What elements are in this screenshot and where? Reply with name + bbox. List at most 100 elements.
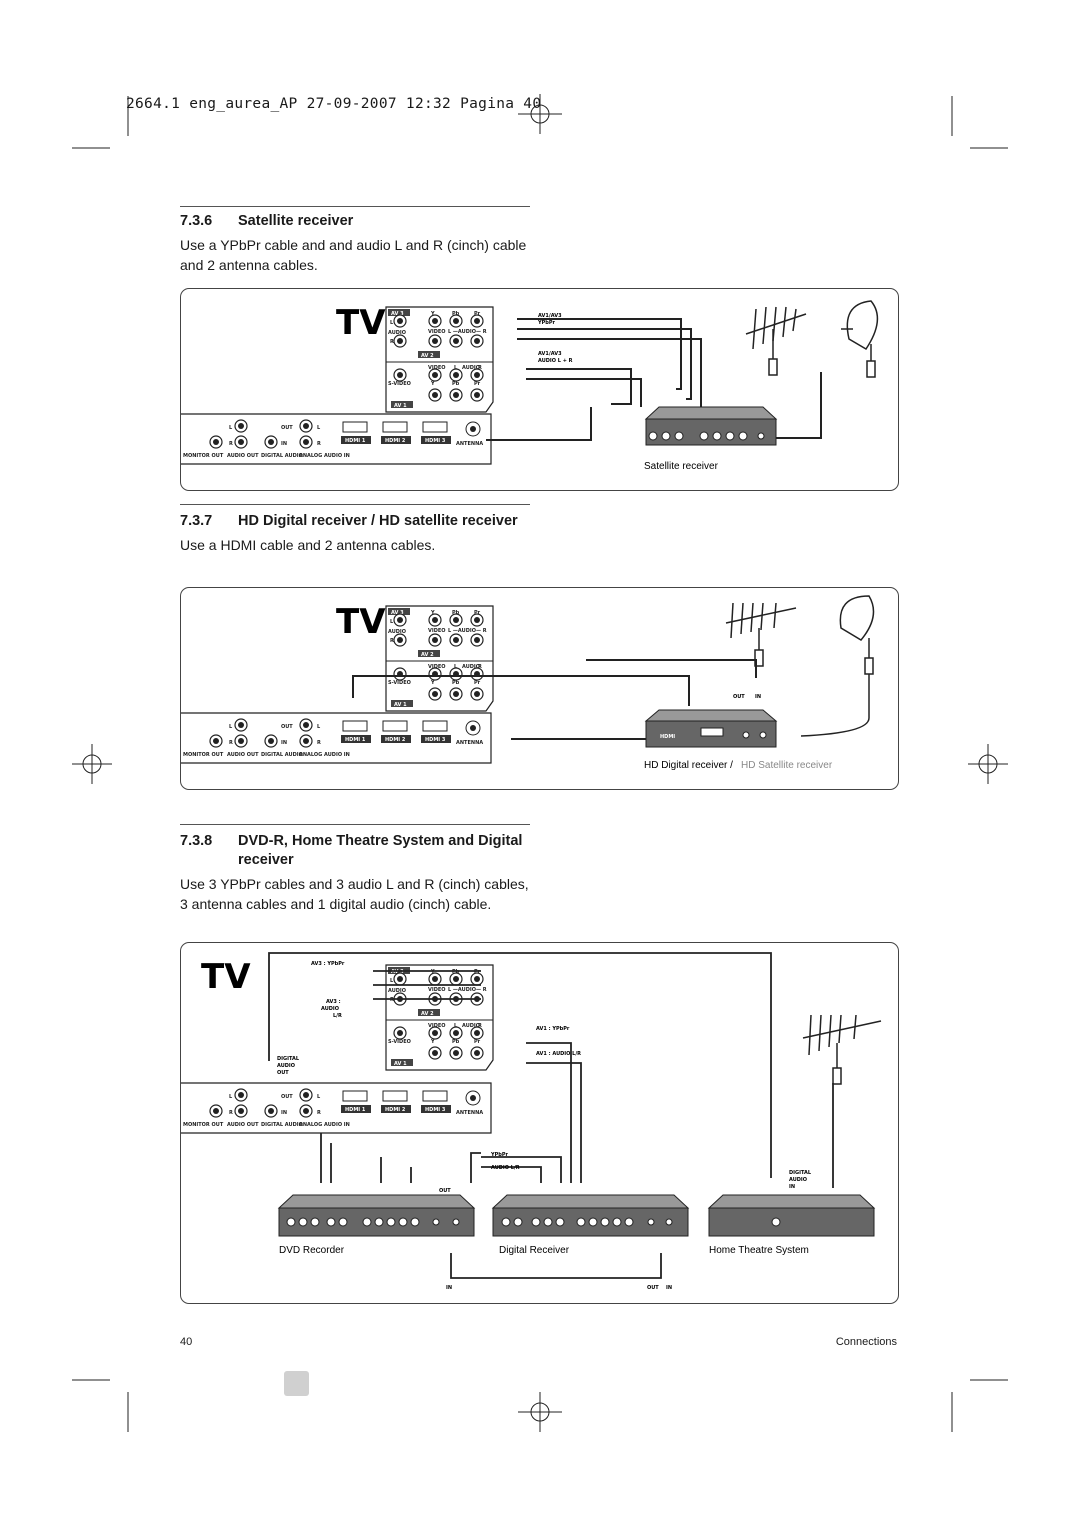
tv-port-label-pr: Pr	[474, 311, 481, 317]
tv-port-label-s_video: S-VIDEO	[388, 680, 411, 686]
section-number: 7.3.7	[180, 513, 213, 529]
section-body: Use 3 YPbPr cables and 3 audio L and R (…	[180, 876, 529, 912]
tv-port-label-hdmi2: HDMI 2	[385, 438, 406, 444]
av1-audio-l-jack-center	[453, 1030, 459, 1036]
antenna-icon	[745, 306, 807, 376]
antenna-jack-center	[470, 1095, 476, 1101]
av1-pb-jack-center	[453, 392, 459, 398]
tv-port-label-antenna: ANTENNA	[456, 1110, 483, 1116]
tv-port-label-pr: Pr	[474, 680, 481, 686]
hdmi3-port	[422, 421, 448, 433]
av3-y-jack-center	[432, 617, 438, 623]
tv-port-label-pb: Pb	[452, 1039, 460, 1045]
tv-port-label-l: L	[390, 619, 394, 625]
monitor-out-r-jack-center	[213, 1108, 219, 1114]
av3-pb-jack-center	[453, 617, 459, 623]
tv-port-label-l_audio_r: L —AUDIO— R	[448, 329, 487, 335]
port-label: IN	[789, 1184, 795, 1190]
av1-tag	[391, 700, 413, 707]
tv-port-label-digital_audio: DIGITAL AUDIO	[261, 453, 303, 459]
tv-port-label-analog_audio_in: ANALOG AUDIO IN	[299, 752, 350, 758]
s-video-jack-center	[397, 1030, 403, 1036]
av1-y-jack-center	[432, 1050, 438, 1056]
port-label: OUT	[733, 694, 745, 700]
tv-port-label-l: L	[317, 724, 321, 730]
tv-port-label-digital_audio: DIGITAL AUDIO	[261, 752, 303, 758]
registration-mark-right	[968, 744, 1008, 784]
digital-receiver-box	[491, 1194, 690, 1237]
tv-port-label-pb: Pb	[452, 969, 460, 975]
tv-port-label-y: Y	[430, 311, 435, 317]
tv-port-label-monitor_out: MONITOR OUT	[183, 752, 224, 758]
print-header: 2664.1 eng_aurea_AP 27-09-2007 12:32 Pag…	[126, 96, 542, 112]
hdmi3-port	[422, 1090, 448, 1102]
s-video-jack-center	[397, 372, 403, 378]
antenna-icon	[802, 1014, 882, 1085]
tv-port-label-monitor_out: MONITOR OUT	[183, 453, 224, 459]
tv-port-label-pb: Pb	[452, 311, 460, 317]
hdmi1-port	[342, 421, 368, 433]
tv-rear-panel	[181, 1082, 492, 1134]
tv-port-label-av1: AV 1	[394, 702, 407, 708]
tv-port-label-r: R	[390, 638, 394, 644]
tv-port-label-analog_audio_in: ANALOG AUDIO IN	[299, 1122, 350, 1128]
analog-audio-in-l-jack-center	[303, 1092, 309, 1098]
av1-pr-jack-center	[474, 1050, 480, 1056]
monitor-out-r-jack-center	[213, 738, 219, 744]
tv-port-label-r: R	[478, 1023, 482, 1029]
tv-port-label-r: R	[229, 441, 233, 447]
av2-audio-r-jack-center	[474, 637, 480, 643]
section-title: HD Digital receiver / HD satellite recei…	[238, 513, 518, 529]
tv-rear-panel	[181, 712, 492, 764]
tv-port-label-monitor_out: MONITOR OUT	[183, 1122, 224, 1128]
port-label: IN	[446, 1285, 452, 1291]
tv-port-label-out: OUT	[281, 425, 293, 431]
port-label: OUT	[439, 1188, 451, 1194]
port-label: OUT	[277, 1070, 289, 1076]
tv-port-label-av3: AV 3	[391, 969, 404, 975]
av2-audio-r-jack-center	[474, 338, 480, 344]
av2-video-jack-center	[432, 637, 438, 643]
tv-port-label-audio: AUDIO	[462, 1023, 480, 1029]
tv-port-label-pb: Pb	[452, 680, 460, 686]
tv-port-label-r: R	[478, 365, 482, 371]
section-title: DVD-R, Home Theatre System and Digital r…	[238, 833, 523, 868]
tv-port-label-antenna: ANTENNA	[456, 740, 483, 746]
tv-port-label-l: L	[317, 425, 321, 431]
tv-port-label-video: VIDEO	[428, 628, 446, 634]
av2-video-jack-center	[432, 338, 438, 344]
port-label: AV1/AV3	[538, 313, 562, 319]
av3-tag	[388, 608, 410, 615]
tv-port-label-av3: AV 3	[391, 610, 404, 616]
tv-port-label-l: L	[229, 1094, 233, 1100]
tv-port-label-audio: AUDIO	[388, 988, 406, 994]
device-label-digital-receiver: Digital Receiver	[499, 1245, 570, 1256]
tv-port-label-l: L	[229, 724, 233, 730]
port-label: IN	[755, 694, 761, 700]
section-title: Satellite receiver	[238, 213, 354, 229]
av3-audio-r-jack-center	[397, 338, 403, 344]
monitor-out-l-jack-center	[238, 722, 244, 728]
av1-y-jack-center	[432, 392, 438, 398]
tv-port-label-y: Y	[430, 969, 435, 975]
hdmi2-tag	[381, 735, 411, 743]
port-label: AV1/AV3	[538, 351, 562, 357]
av1-pr-jack-center	[474, 392, 480, 398]
tv-port-label-out: OUT	[281, 1094, 293, 1100]
tv-port-label-l: L	[390, 978, 394, 984]
digital-audio-out-jack-center	[268, 1108, 274, 1114]
port-label: IN	[666, 1285, 672, 1291]
audio-out-r-jack-center	[238, 1108, 244, 1114]
port-label: AV3 :	[326, 999, 341, 1005]
tv-port-label-r: R	[229, 1110, 233, 1116]
tv-port-label-hdmi2: HDMI 2	[385, 737, 406, 743]
tv-port-label-video: VIDEO	[428, 1023, 446, 1029]
av1-pb-jack-center	[453, 691, 459, 697]
section-body: Use a YPbPr cable and and audio L and R …	[180, 237, 527, 273]
audio-out-r-jack-center	[238, 439, 244, 445]
port-label: DIGITAL	[277, 1056, 300, 1062]
av1-audio-r-jack-center	[474, 372, 480, 378]
analog-audio-in-r-jack-center	[303, 1108, 309, 1114]
